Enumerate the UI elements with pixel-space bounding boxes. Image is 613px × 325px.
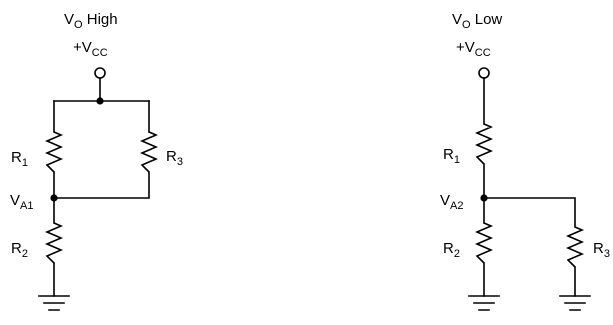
supply-label-vcc: +VCC [73, 39, 108, 59]
junction-dot-top [96, 97, 104, 105]
label-r3: R3 [593, 240, 610, 260]
label-va1: VA1 [10, 192, 33, 212]
ground-symbol-r3 [559, 295, 591, 311]
resistor-r1 [474, 123, 494, 165]
title-vo-low: VO Low [452, 11, 502, 31]
circuit-vo-low: VO Low +VCC R1 VA2 R2 R3 [440, 11, 610, 311]
resistor-r2 [474, 222, 494, 264]
circuit-vo-high: VO High +VCC R1 R3 VA1 R2 [10, 11, 183, 311]
right-branch-wire [53, 100, 150, 199]
label-r3: R3 [166, 148, 183, 168]
label-r2: R2 [11, 240, 28, 260]
supply-terminal [94, 67, 106, 79]
label-va2: VA2 [440, 192, 463, 212]
resistor-r3 [565, 226, 585, 268]
title-vo-high: VO High [64, 11, 118, 31]
label-r1: R1 [11, 149, 28, 169]
ground-symbol [38, 295, 70, 311]
r3-branch-wire [483, 197, 576, 297]
ground-symbol [468, 295, 500, 311]
resistor-r2 [44, 222, 64, 264]
resistor-r3 [139, 131, 159, 173]
label-r2: R2 [443, 240, 460, 260]
label-r1: R1 [443, 146, 460, 166]
supply-label-vcc: +VCC [456, 39, 491, 59]
resistor-r1 [44, 131, 64, 173]
supply-terminal [478, 67, 490, 79]
